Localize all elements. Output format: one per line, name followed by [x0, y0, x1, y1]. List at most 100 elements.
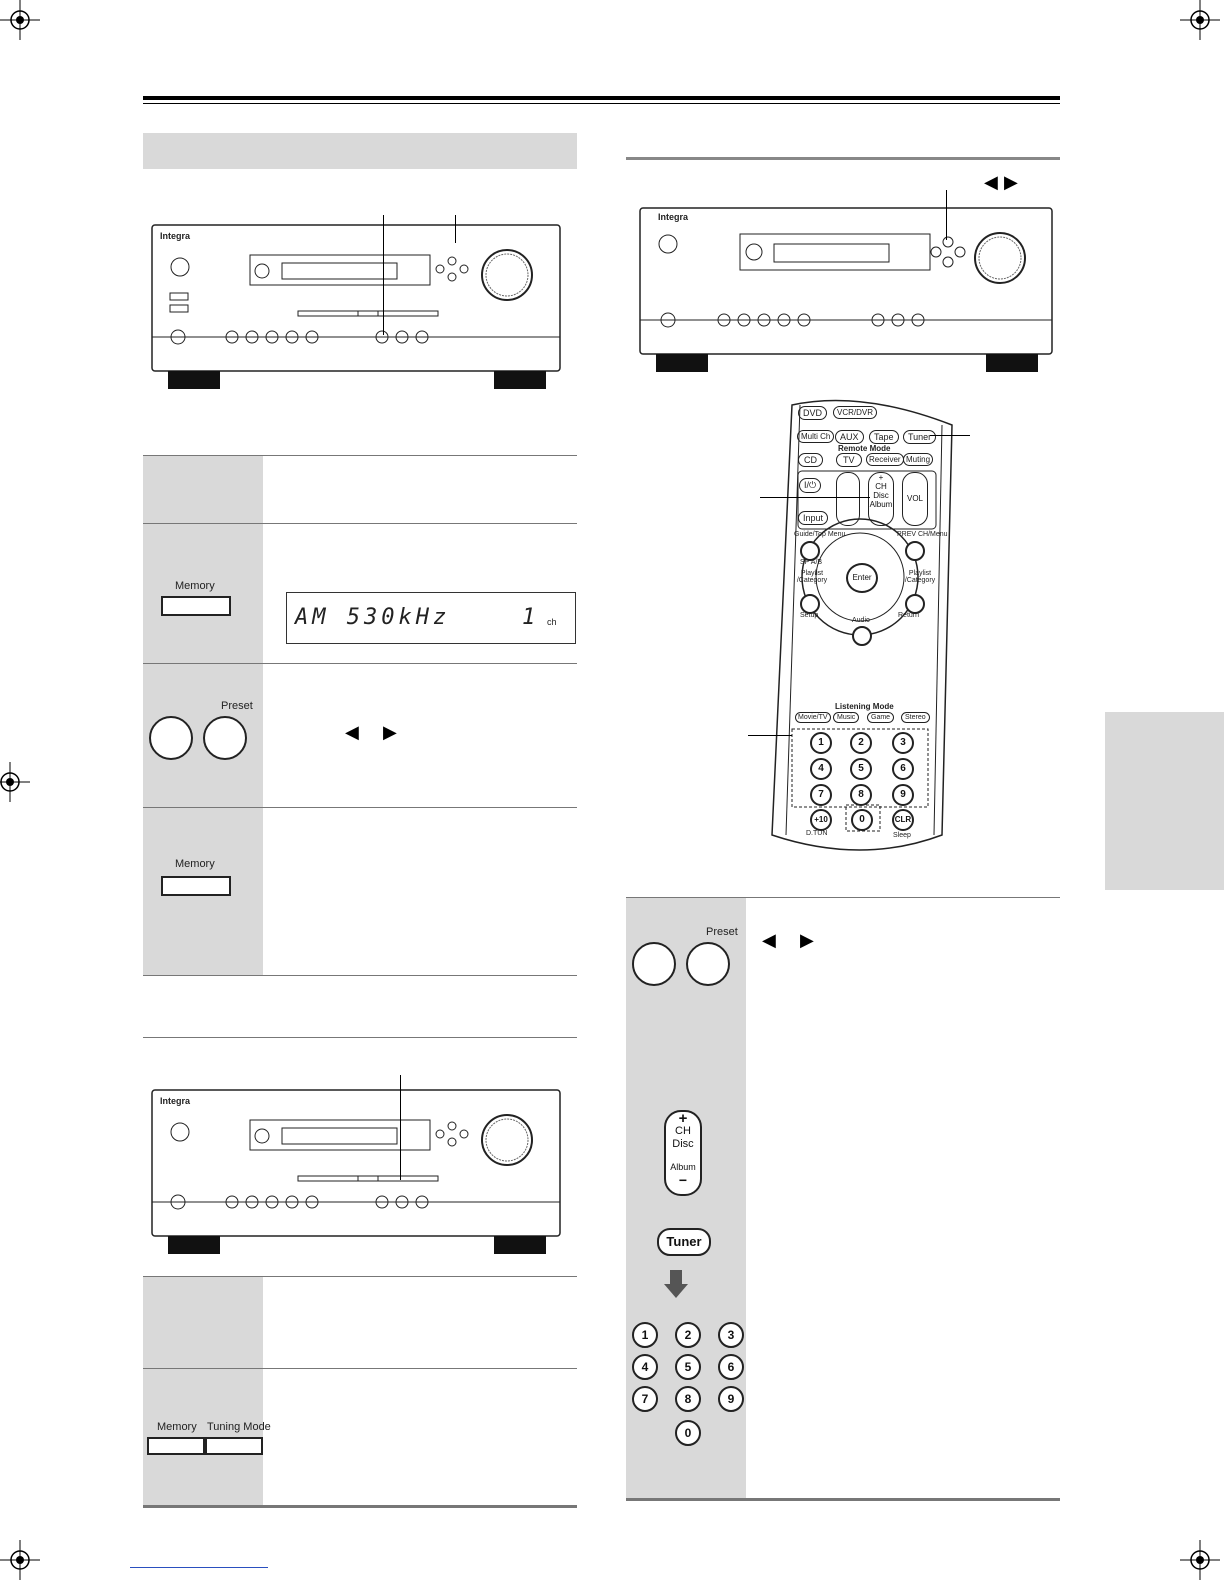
step-row: Preset ◀ ▶ — [143, 663, 577, 808]
remote-digit-6[interactable]: 6 — [892, 758, 914, 780]
remote-stereo-button[interactable]: Stereo — [901, 712, 930, 723]
remote-digit-8[interactable]: 8 — [850, 784, 872, 806]
section-rule — [626, 157, 1060, 160]
crop-mark-icon — [0, 0, 40, 40]
disc-label: Disc — [873, 491, 889, 500]
receiver-front-panel: Integra — [150, 1080, 562, 1255]
remote-movie-tv-button[interactable]: Movie/TV — [795, 712, 831, 723]
ch-disc-album-rocker[interactable]: + CH Disc Album − — [664, 1110, 702, 1196]
memory-button[interactable] — [161, 596, 231, 616]
remote-enter-button[interactable]: Enter — [846, 563, 878, 593]
keypad-9[interactable]: 9 — [718, 1386, 744, 1412]
crop-mark-icon — [1180, 1540, 1220, 1580]
remote-mode-label: Remote Mode — [838, 444, 891, 453]
preset-left-button[interactable] — [149, 716, 193, 760]
remote-digit-4[interactable]: 4 — [810, 758, 832, 780]
remote-game-button[interactable]: Game — [867, 712, 895, 723]
remote-power-button[interactable]: I/⏻ — [799, 478, 822, 493]
ch-label: CH — [875, 482, 887, 491]
remote-digit-2[interactable]: 2 — [850, 732, 872, 754]
fl-display: AM 530kHz 1 ch — [286, 592, 576, 644]
keypad-0[interactable]: 0 — [675, 1420, 701, 1446]
remote-clr-button[interactable]: CLR — [892, 809, 914, 831]
remote-prev-label: PREV CH/Menu — [897, 531, 948, 538]
callout-line — [946, 190, 947, 240]
remote-tv-button[interactable]: TV — [836, 453, 862, 467]
remote-audio-button[interactable] — [852, 626, 872, 646]
remote-setup-label: Setup — [800, 612, 819, 619]
preset-label: Preset — [221, 700, 253, 712]
keypad-7[interactable]: 7 — [632, 1386, 658, 1412]
remote-digit-1[interactable]: 1 — [810, 732, 832, 754]
display-text: AM 530kHz — [295, 605, 451, 630]
keypad-6[interactable]: 6 — [718, 1354, 744, 1380]
memory-label: Memory — [157, 1421, 197, 1433]
remote-plus10-button[interactable]: +10 — [810, 809, 832, 831]
remote-setup-button[interactable] — [800, 594, 820, 614]
tuning-mode-label: Tuning Mode — [207, 1421, 271, 1433]
remote-rocker-button[interactable] — [836, 472, 860, 526]
remote-digit-5[interactable]: 5 — [850, 758, 872, 780]
remote-vcr-button[interactable]: VCR/DVR — [833, 406, 878, 419]
brand-logo: Integra — [160, 1096, 191, 1106]
brand-logo: Integra — [658, 212, 689, 222]
callout-line — [455, 215, 456, 243]
memory-button[interactable] — [147, 1437, 205, 1455]
right-arrow-icon: ▶ — [1004, 172, 1018, 192]
remote-muting-button[interactable]: Muting — [903, 453, 934, 466]
step-row — [143, 1276, 577, 1369]
remote-vol-rocker[interactable]: VOL — [902, 472, 928, 526]
memory-label: Memory — [175, 858, 215, 870]
memory-button[interactable] — [161, 876, 231, 896]
remote-digit-9[interactable]: 9 — [892, 784, 914, 806]
left-arrow-icon: ◀ — [762, 930, 776, 950]
keypad-2[interactable]: 2 — [675, 1322, 701, 1348]
remote-ch-disc-rocker[interactable]: + CH Disc Album — [868, 472, 894, 526]
remote-prev-button[interactable] — [905, 541, 925, 561]
remote-tape-button[interactable]: Tape — [869, 430, 899, 444]
remote-dtun-label: D.TUN — [806, 830, 828, 837]
remote-audio-label: Audio — [852, 617, 870, 624]
remote-multich-button[interactable]: Multi Ch — [797, 430, 835, 443]
keypad-5[interactable]: 5 — [675, 1354, 701, 1380]
tuning-mode-button[interactable] — [205, 1437, 263, 1455]
remote-digit-7[interactable]: 7 — [810, 784, 832, 806]
remote-aux-button[interactable]: AUX — [835, 430, 864, 444]
remote-guide-button[interactable] — [800, 541, 820, 561]
down-arrow-icon — [664, 1284, 688, 1298]
section-end-rule — [626, 1498, 1060, 1501]
remote-playlist-left[interactable]: Playlist /Category — [796, 570, 828, 584]
callout-line — [930, 435, 970, 436]
remote-guide-label: Guide/Top Menu — [794, 531, 846, 538]
remote-digit-3[interactable]: 3 — [892, 732, 914, 754]
right-arrow-icon: ▶ — [383, 722, 397, 742]
callout-line — [400, 1075, 401, 1180]
preset-right-button[interactable] — [686, 942, 730, 986]
step-row: Memory Tuning Mode — [143, 1368, 577, 1507]
preset-left-button[interactable] — [632, 942, 676, 986]
keypad-8[interactable]: 8 — [675, 1386, 701, 1412]
keypad-4[interactable]: 4 — [632, 1354, 658, 1380]
remote-digit-0[interactable]: 0 — [851, 809, 873, 831]
remote-input-button[interactable]: Input — [798, 511, 829, 525]
header-rule-thin — [143, 103, 1060, 104]
tuner-button[interactable]: Tuner — [657, 1228, 711, 1256]
keypad-1[interactable]: 1 — [632, 1322, 658, 1348]
crop-mark-icon — [1180, 0, 1220, 40]
section-end-rule — [143, 1505, 577, 1508]
preset-right-button[interactable] — [203, 716, 247, 760]
remote-playlist-right[interactable]: Playlist /Category — [904, 570, 936, 584]
ch-plus-label: + — [678, 1110, 688, 1127]
remote-receiver-button[interactable]: Receiver — [866, 453, 904, 466]
footer-link-underline — [130, 1567, 268, 1568]
preset-label: Preset — [706, 926, 738, 938]
remote-music-button[interactable]: Music — [833, 712, 860, 723]
step-top-rule — [626, 897, 1060, 898]
remote-cd-button[interactable]: CD — [798, 453, 823, 467]
remote-dvd-button[interactable]: DVD — [798, 406, 828, 420]
remote-tuner-button[interactable]: Tuner — [903, 430, 937, 444]
keypad-3[interactable]: 3 — [718, 1322, 744, 1348]
crop-mark-icon — [0, 762, 30, 802]
callout-line — [383, 215, 384, 335]
remote-return-button[interactable] — [905, 594, 925, 614]
